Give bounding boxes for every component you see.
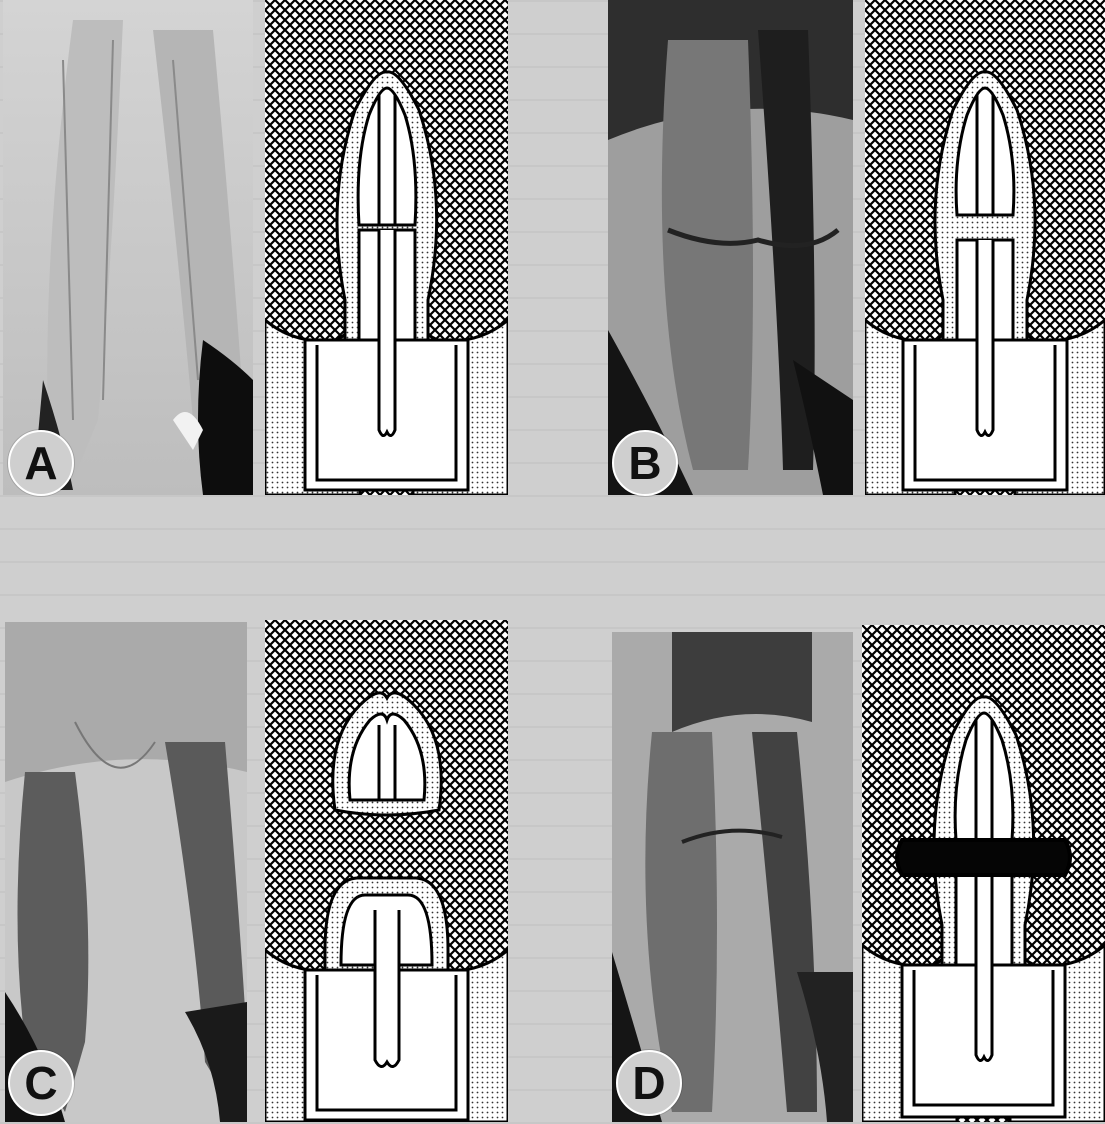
diagram-c (265, 620, 508, 1122)
panel-label-d: D (616, 1050, 682, 1116)
radiograph-a (3, 0, 253, 495)
radiograph-c (5, 622, 247, 1122)
diagram-a (265, 0, 508, 495)
radiograph-b (608, 0, 853, 495)
radiograph-d (612, 632, 853, 1122)
panel-label-b: B (612, 430, 678, 496)
diagram-b (865, 0, 1105, 495)
panel-label-a: A (8, 430, 74, 496)
diagram-d (862, 625, 1105, 1122)
panel-label-c: C (8, 1050, 74, 1116)
